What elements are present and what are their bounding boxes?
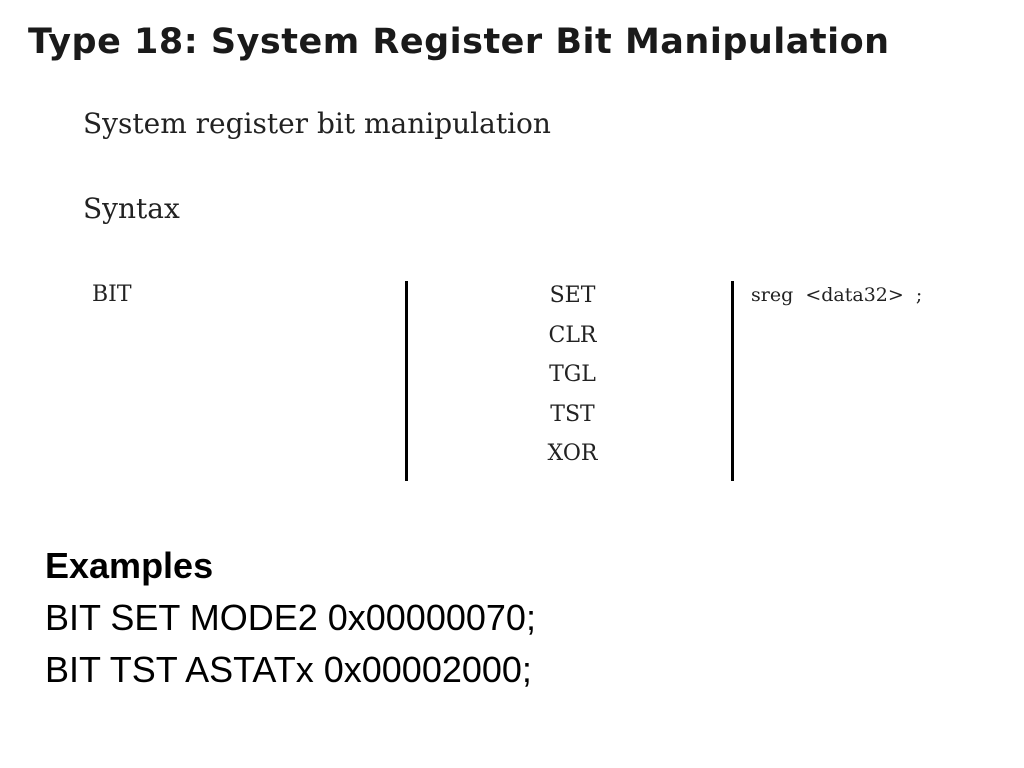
slide-title: Type 18: System Register Bit Manipulatio… <box>28 22 890 62</box>
example-line: BIT TST ASTATx 0x00002000; <box>45 649 532 690</box>
syntax-divider-left <box>405 281 408 481</box>
syntax-operations-list: SET CLR TGL TST XOR <box>500 280 645 478</box>
syntax-heading: Syntax <box>83 192 180 225</box>
syntax-operation: TST <box>550 401 595 427</box>
slide-subtitle: System register bit manipulation <box>83 107 551 140</box>
syntax-divider-right <box>731 281 734 481</box>
example-line: BIT SET MODE2 0x00000070; <box>45 597 536 638</box>
syntax-operation: CLR <box>548 322 597 348</box>
syntax-operand: sreg <data32> ; <box>751 284 923 306</box>
syntax-operation: XOR <box>547 441 598 466</box>
examples-section: Examples BIT SET MODE2 0x00000070; BIT T… <box>45 540 536 696</box>
examples-heading: Examples <box>45 545 214 586</box>
syntax-operation: TGL <box>549 362 596 387</box>
syntax-instruction: BIT <box>92 282 132 307</box>
syntax-operation: SET <box>549 283 596 308</box>
